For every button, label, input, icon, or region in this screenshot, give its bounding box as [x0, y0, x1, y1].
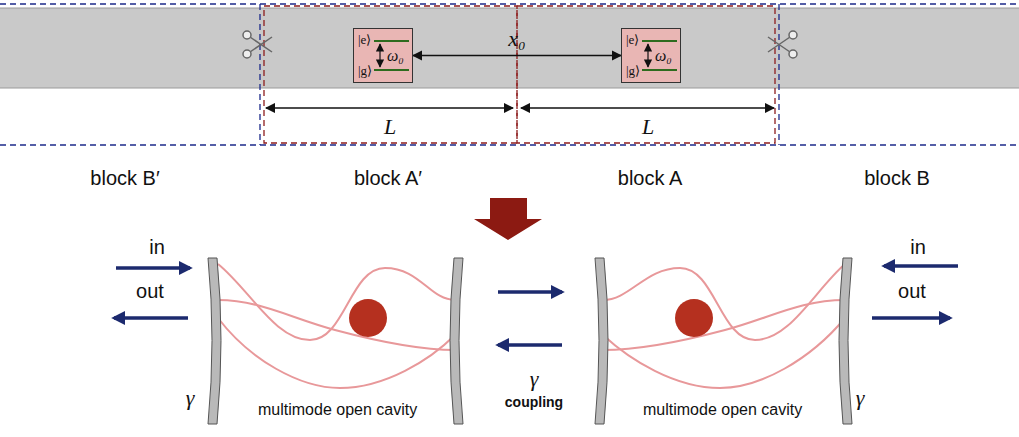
atom-dot: [349, 299, 387, 337]
atom-dot: [675, 299, 713, 337]
decay-label: γ: [186, 385, 195, 411]
block-label: block B: [864, 167, 930, 190]
cavity-label: multimode open cavity: [643, 401, 802, 419]
cavity: multimode open cavity: [205, 258, 470, 425]
block-boundary: [264, 6, 775, 143]
coupling-label: coupling: [505, 394, 563, 410]
length-arrow: [266, 107, 774, 109]
cavity: multimode open cavity: [590, 258, 855, 425]
length-label: L: [384, 114, 396, 140]
atom-box: |e⟩ |g⟩ ω₀: [353, 28, 413, 83]
edge-label: x₀: [508, 26, 525, 52]
block-boundary: [0, 4, 1019, 145]
decay-label: γ: [530, 366, 539, 392]
distance-arrow: [413, 55, 621, 57]
state-label: |e⟩: [358, 32, 371, 48]
frequency-label: ω₀: [387, 47, 404, 65]
port-label: out: [136, 280, 164, 303]
state-label: |g⟩: [358, 63, 372, 79]
state-label: |g⟩: [626, 63, 640, 79]
port-label: in: [910, 236, 926, 259]
block-label: block A: [618, 167, 682, 190]
block-label: block B′: [90, 167, 159, 190]
port-label: out: [898, 280, 926, 303]
waveguide: [0, 8, 1019, 88]
cavity-label: multimode open cavity: [258, 401, 417, 419]
length-label: L: [642, 114, 654, 140]
state-label: |e⟩: [626, 32, 639, 48]
decay-label: γ: [856, 385, 865, 411]
atom-box: |e⟩ |g⟩ ω₀: [621, 28, 681, 83]
frequency-label: ω₀: [655, 47, 672, 65]
coupling-arrow: [498, 290, 562, 294]
coupling-arrow: [498, 343, 562, 347]
port-arrow: [114, 266, 958, 318]
block-label: block A′: [354, 167, 422, 190]
port-label: in: [149, 236, 165, 259]
transform-arrow: [474, 198, 542, 240]
cavity-mirror: [208, 258, 852, 424]
